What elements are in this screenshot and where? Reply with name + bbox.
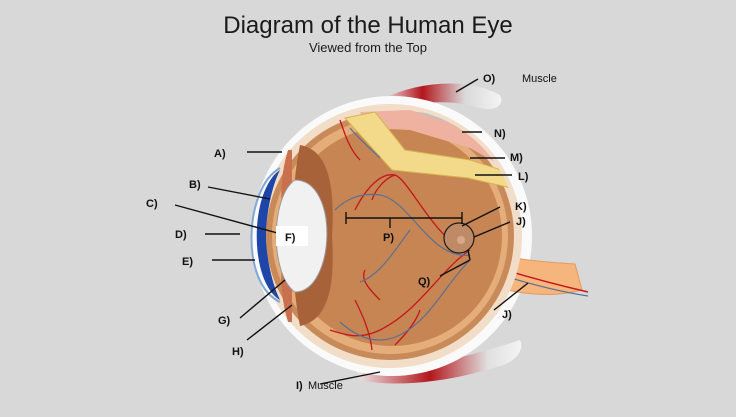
label-q: Q): [418, 276, 431, 288]
lens-label-box: [276, 226, 308, 246]
label-j-top: J): [516, 216, 526, 228]
label-muscle-bottom: Muscle: [308, 380, 343, 392]
label-i: I): [296, 380, 303, 392]
label-muscle-top: Muscle: [522, 73, 557, 85]
label-k: K): [515, 201, 527, 213]
label-m: M): [510, 152, 523, 164]
diagram-subtitle: Viewed from the Top: [308, 40, 428, 55]
yellow-layer: [344, 111, 518, 191]
label-b: B): [189, 179, 201, 191]
label-a: A): [214, 148, 226, 160]
leader-lines: [174, 78, 529, 385]
label-c: C): [146, 198, 158, 210]
label-n: N): [494, 128, 506, 140]
label-h: H): [232, 346, 244, 358]
label-j-bottom: J): [502, 309, 512, 321]
label-d: D): [175, 229, 187, 241]
label-l: L): [518, 171, 529, 183]
label-p: P): [383, 232, 394, 244]
label-o: O): [483, 73, 496, 85]
label-e: E): [182, 256, 193, 268]
vitreous-body: [282, 126, 502, 346]
pink-layer: [360, 110, 518, 176]
retinal-veins: [334, 127, 471, 341]
cornea: [256, 170, 280, 300]
retinal-arteries: [329, 119, 471, 351]
label-g: G): [218, 315, 231, 327]
diagram-title: Diagram of the Human Eye: [223, 12, 513, 39]
label-f: F): [285, 232, 296, 244]
